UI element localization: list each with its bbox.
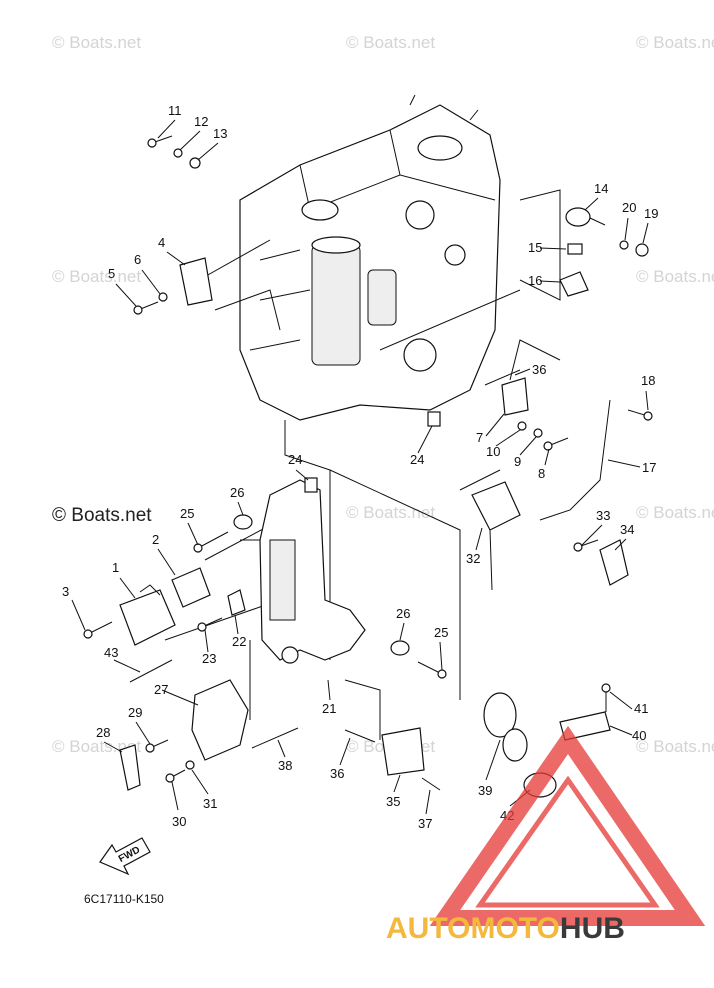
callout-24b: 24 bbox=[410, 452, 424, 467]
electrical-bracket bbox=[259, 479, 366, 664]
callout-25b: 25 bbox=[434, 625, 448, 640]
callout-36b: 36 bbox=[532, 362, 546, 377]
callout-2: 2 bbox=[152, 532, 159, 547]
callout-37: 37 bbox=[418, 816, 432, 831]
callout-7: 7 bbox=[476, 430, 483, 445]
callout-5: 5 bbox=[108, 266, 115, 281]
brand-text: AUTOMOTOHUB bbox=[386, 912, 625, 945]
callout-14: 14 bbox=[594, 181, 608, 196]
callout-35: 35 bbox=[386, 794, 400, 809]
callout-16: 16 bbox=[528, 273, 542, 288]
callout-8: 8 bbox=[538, 466, 545, 481]
watermark: © Boats.net bbox=[52, 33, 141, 52]
watermark: © Boats.net bbox=[52, 267, 141, 286]
leader-lines bbox=[71, 119, 649, 815]
watermark: © Boats.net bbox=[52, 737, 141, 756]
callout-28: 28 bbox=[96, 725, 110, 740]
callout-27: 27 bbox=[154, 682, 168, 697]
small-parts bbox=[83, 135, 653, 798]
callout-11: 11 bbox=[168, 103, 182, 118]
callout-33: 33 bbox=[596, 508, 610, 523]
callout-1: 1 bbox=[112, 560, 119, 575]
callout-26b: 26 bbox=[396, 606, 410, 621]
callout-30: 30 bbox=[172, 814, 186, 829]
callout-32: 32 bbox=[466, 551, 480, 566]
watermark: © Boats.net bbox=[636, 33, 714, 52]
fwd-arrow: FWD bbox=[99, 837, 151, 876]
callout-36a: 36 bbox=[330, 766, 344, 781]
callout-4: 4 bbox=[158, 235, 165, 250]
callout-20: 20 bbox=[622, 200, 636, 215]
callout-18: 18 bbox=[641, 373, 655, 388]
warning-triangle-icon bbox=[429, 725, 706, 926]
brand-text-part2: HUB bbox=[560, 912, 625, 945]
callout-34: 34 bbox=[620, 522, 634, 537]
callout-22: 22 bbox=[232, 634, 246, 649]
brand-text-part1: AUTOMOTO bbox=[386, 912, 560, 945]
callout-43: 43 bbox=[104, 645, 118, 660]
callout-38: 38 bbox=[278, 758, 292, 773]
callout-6: 6 bbox=[134, 252, 141, 267]
callout-40: 40 bbox=[632, 728, 646, 743]
callout-13: 13 bbox=[213, 126, 227, 141]
callout-41: 41 bbox=[634, 701, 648, 716]
callout-3: 3 bbox=[62, 584, 69, 599]
callout-23: 23 bbox=[202, 651, 216, 666]
watermark: © Boats.net bbox=[346, 33, 435, 52]
watermark: © Boats.net bbox=[636, 737, 714, 756]
callout-12: 12 bbox=[194, 114, 208, 129]
callout-25a: 25 bbox=[180, 506, 194, 521]
callout-10: 10 bbox=[486, 444, 500, 459]
callout-19: 19 bbox=[644, 206, 658, 221]
engine-block bbox=[239, 94, 501, 421]
callout-26a: 26 bbox=[230, 485, 244, 500]
callout-17: 17 bbox=[642, 460, 656, 475]
diagram-code: 6C17110-K150 bbox=[84, 892, 164, 906]
watermark: © Boats.net bbox=[636, 267, 714, 286]
callout-9: 9 bbox=[514, 454, 521, 469]
assembly-lines bbox=[164, 189, 561, 740]
callout-31: 31 bbox=[203, 796, 217, 811]
callout-21: 21 bbox=[322, 701, 336, 716]
callout-15: 15 bbox=[528, 240, 542, 255]
callout-layer: 1 2 3 4 5 6 7 8 9 10 11 12 13 14 15 16 1… bbox=[62, 103, 658, 831]
watermark: © Boats.net bbox=[346, 503, 435, 522]
brand-logo: AUTOMOTOHUB bbox=[386, 725, 706, 945]
callout-39: 39 bbox=[478, 783, 492, 798]
watermark: © Boats.net bbox=[636, 503, 714, 522]
callout-29: 29 bbox=[128, 705, 142, 720]
callout-24a: 24 bbox=[288, 452, 302, 467]
watermark-main: © Boats.net bbox=[52, 505, 152, 526]
